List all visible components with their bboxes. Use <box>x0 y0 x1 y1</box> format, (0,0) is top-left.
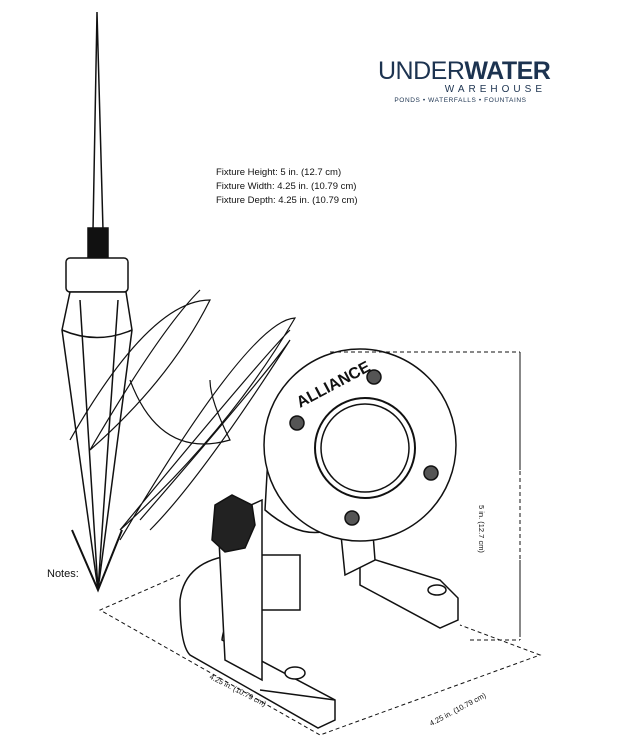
logo-word-water: WATER <box>464 57 551 85</box>
screw-icon <box>344 510 360 526</box>
screw-icon <box>289 415 305 431</box>
antenna <box>65 11 129 293</box>
notes-label: Notes: <box>47 568 79 580</box>
cable <box>69 289 297 541</box>
underwater-warehouse-logo: UNDERWATER WAREHOUSE PONDS • WATERFALLS … <box>378 57 551 106</box>
dimension-height-label: 5 in. (12.7 cm) <box>477 505 486 553</box>
spec-depth: Fixture Depth: 4.25 in. (10.79 cm) <box>216 195 358 206</box>
logo-word-under: UNDER <box>378 57 465 85</box>
screw-icon <box>366 369 382 385</box>
logo-tagline: PONDS • WATERFALLS • FOUNTAINS <box>394 97 527 104</box>
dimension-lines <box>98 351 542 736</box>
logo-subtitle: WAREHOUSE <box>444 84 546 95</box>
ground-stake <box>61 291 133 593</box>
fixture-specs: Fixture Height: 5 in. (12.7 cm) Fixture … <box>216 166 358 208</box>
spec-height: Fixture Height: 5 in. (12.7 cm) <box>216 167 342 178</box>
lamp-head <box>263 348 457 542</box>
spec-width: Fixture Width: 4.25 in. (10.79 cm) <box>216 181 357 192</box>
screw-icon <box>423 465 439 481</box>
